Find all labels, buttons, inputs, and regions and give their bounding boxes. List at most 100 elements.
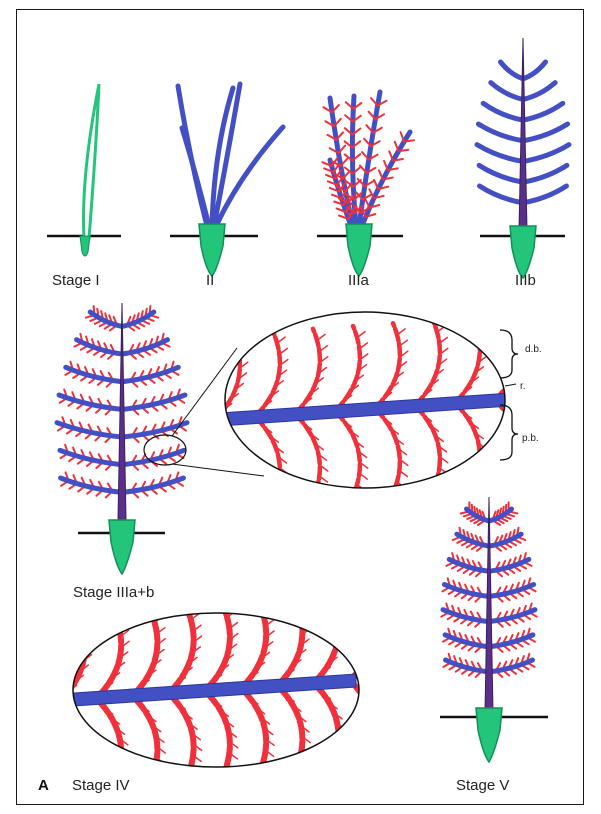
barbule (239, 460, 247, 466)
stage-2-group: II (170, 84, 283, 289)
barbule (375, 732, 383, 738)
barbule (515, 364, 523, 370)
stage-1-filament (84, 84, 99, 238)
barbule (480, 454, 488, 460)
barbule (337, 637, 345, 643)
barbule (191, 767, 199, 773)
barbule (263, 609, 271, 615)
barbule (338, 615, 346, 621)
barb (212, 88, 233, 226)
barbule (517, 474, 525, 480)
barbule (519, 462, 527, 468)
stage-5-label: Stage V (456, 777, 509, 794)
stage-3a-group: IIIa (317, 92, 414, 289)
barbule (317, 487, 325, 493)
barb (480, 186, 523, 203)
proximal-barbs-label: p.b. (522, 433, 539, 444)
panel-label: A (38, 777, 49, 794)
barbule (374, 634, 382, 640)
barbule (374, 180, 378, 189)
barbule (365, 700, 373, 706)
barb (479, 165, 523, 182)
stage-5-group: Stage V (440, 497, 548, 794)
barbule (237, 493, 245, 499)
barb (350, 595, 375, 680)
barbule (85, 752, 93, 758)
stage-3b-rachis (519, 38, 527, 230)
barbule (336, 604, 344, 610)
barbule (121, 761, 129, 767)
barbule (80, 731, 88, 737)
barbule (336, 756, 344, 762)
stage-3b-label: IIIb (515, 272, 536, 289)
barbule (85, 644, 93, 650)
barbule (374, 612, 382, 618)
stage-3b-group: IIIb (477, 38, 569, 289)
barbule (279, 479, 287, 485)
barbule (230, 439, 238, 445)
stage-4-label: Stage IV (72, 777, 130, 794)
stage-2-label: II (206, 272, 214, 289)
barb (477, 145, 523, 162)
stage-1-label: Stage I (52, 272, 100, 289)
barbule (437, 479, 445, 485)
stage-3ab-group: Stage IIIa+b (57, 303, 264, 601)
barbule (224, 429, 232, 435)
barbule (239, 482, 247, 488)
stage-1-group: Stage I (47, 84, 121, 289)
barbule (399, 150, 409, 151)
barbule (374, 721, 382, 727)
rachis-label: r. (520, 381, 526, 392)
stage-3a-follicle (346, 224, 372, 276)
barbule (479, 335, 487, 341)
barb (523, 103, 563, 120)
stage-3ab-follicle (109, 520, 135, 574)
stage-2-follicle (199, 224, 225, 276)
barbule (365, 655, 373, 661)
barbule (520, 451, 528, 457)
barb (523, 145, 569, 162)
barbule (479, 465, 487, 471)
barbule (69, 711, 77, 717)
magnified-ellipse-top: d.b. r. p.b. (215, 312, 542, 504)
barbule (339, 734, 347, 740)
barbule (359, 665, 367, 671)
barb (523, 124, 568, 141)
barb (501, 62, 523, 79)
stage-4-group: A Stage IV (38, 595, 383, 794)
barb (216, 127, 283, 226)
barb (182, 128, 209, 226)
barbule (277, 490, 285, 496)
barbule (375, 623, 383, 629)
bracket-distal-barbs (500, 330, 518, 378)
barbule (370, 710, 378, 716)
distal-barbs-label: d.b. (525, 344, 542, 355)
stage-3ab-label: Stage IIIa+b (73, 584, 154, 601)
barbule (155, 769, 163, 775)
barbule (374, 743, 382, 749)
barbule (300, 759, 308, 765)
barbule (370, 645, 378, 651)
barb (523, 186, 566, 203)
barb (523, 165, 567, 182)
barb (523, 83, 555, 100)
barb (483, 103, 523, 120)
barbule (372, 601, 380, 607)
barb (478, 124, 523, 141)
barbule (519, 332, 527, 338)
barb (491, 83, 523, 100)
barbule (359, 690, 367, 696)
stage-1-follicle (80, 236, 90, 256)
barbule (237, 340, 245, 346)
barbule (82, 622, 90, 628)
barbule (300, 606, 308, 612)
barbule (338, 745, 346, 751)
barbule (477, 323, 485, 329)
barbule (339, 626, 347, 632)
barbule (235, 449, 243, 455)
barbule (84, 763, 92, 769)
barbule (372, 754, 380, 760)
stage-5-follicle (476, 708, 502, 762)
barbule (504, 410, 512, 416)
